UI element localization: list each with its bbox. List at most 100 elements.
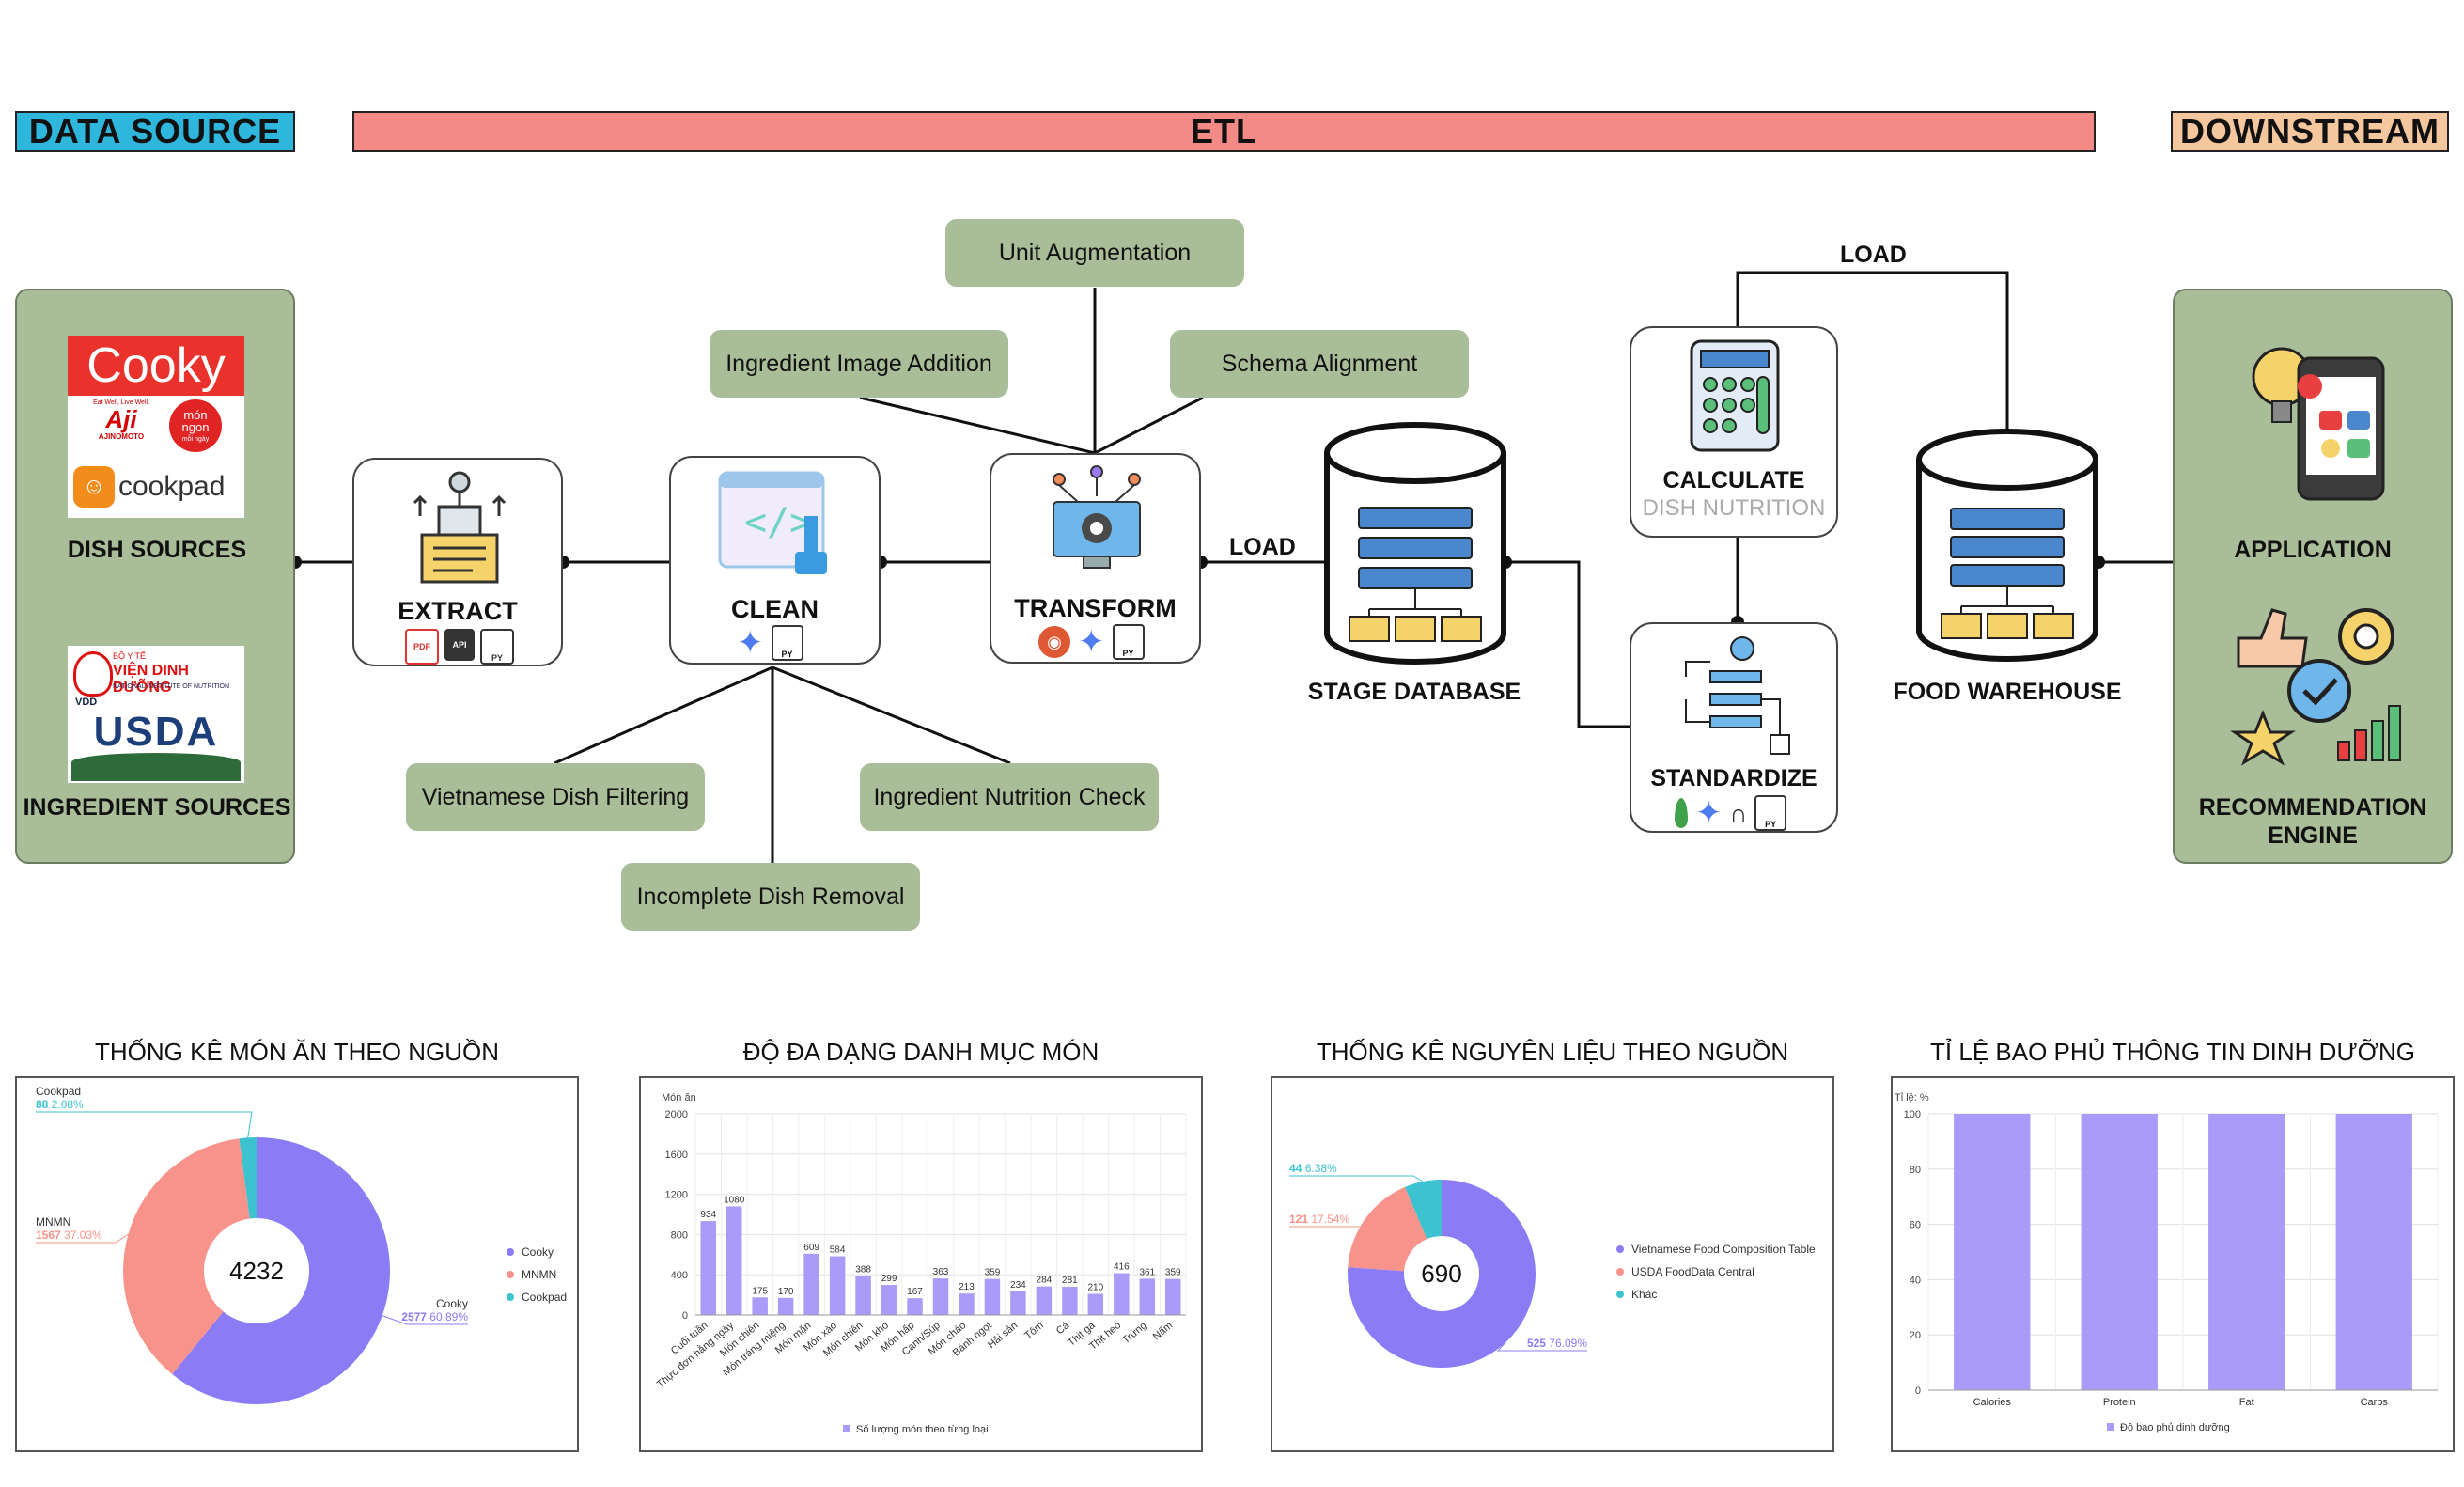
api-icon: API — [444, 629, 475, 661]
y-tick-label: 80 — [1910, 1165, 1921, 1176]
unit-augmentation-pill: Unit Augmentation — [945, 219, 1244, 287]
pie-slice — [172, 1137, 391, 1404]
x-tick-label: Hải sản — [986, 1320, 1020, 1351]
vietnamese-dish-filtering-pill: Vietnamese Dish Filtering — [406, 763, 705, 831]
chart-title-dish-source: THỐNG KÊ MÓN ĂN THEO NGUỒN — [95, 1038, 499, 1066]
python-file-icon: PY — [480, 629, 514, 665]
legend-label: USDA FoodData Central — [1631, 1265, 1754, 1278]
python-file-icon: PY — [1112, 624, 1145, 660]
bar-value-label: 213 — [959, 1282, 975, 1292]
pie-leader-line — [1496, 1341, 1587, 1352]
calculate-label: CALCULATE — [1662, 467, 1805, 493]
python-file-icon: PY — [771, 625, 803, 661]
bar — [1036, 1286, 1053, 1315]
downstream-panel: APPLICATION RECOMMENDATION ENGINE — [2173, 289, 2453, 864]
bar — [881, 1285, 897, 1315]
pie-label-value: 44 6.38% — [1289, 1162, 1337, 1175]
bar — [1062, 1286, 1078, 1315]
transform-label: TRANSFORM — [1014, 594, 1177, 622]
etl-header: ETL — [352, 111, 2096, 152]
ingredient-image-addition-pill: Ingredient Image Addition — [710, 330, 1008, 398]
standardize-badges: ✦ ∩ PY — [1675, 795, 1787, 831]
bar — [855, 1276, 871, 1315]
downstream-header-text: DOWNSTREAM — [2180, 112, 2440, 150]
gemini-sparkle-icon: ✦ — [1078, 624, 1105, 660]
calculate-sublabel: DISH NUTRITION — [1642, 495, 1826, 521]
pie-label-value: 2577 60.89% — [401, 1310, 468, 1323]
bar-value-label: 210 — [1087, 1283, 1103, 1293]
legend-label: MNMN — [522, 1268, 556, 1281]
pie-label-value: 525 76.09% — [1527, 1337, 1587, 1350]
ingredient-logos: BỘ Y TẾ VIỆN DINH DƯỠNG NATIONAL INSTITU… — [68, 646, 244, 783]
pie-slice — [123, 1138, 250, 1375]
pie-label-name: Cookpad — [36, 1085, 81, 1098]
x-tick-label: Cá — [1054, 1320, 1072, 1338]
mongodb-leaf-icon — [1675, 798, 1688, 828]
y-tick-label: 1600 — [665, 1150, 688, 1161]
load-label-1: LOAD — [1229, 534, 1296, 560]
y-tick-label: 800 — [671, 1229, 688, 1241]
legend-swatch — [1616, 1245, 1624, 1253]
bar — [1114, 1273, 1130, 1315]
ingredient-nutrition-check-pill: Ingredient Nutrition Check — [860, 763, 1159, 831]
pie-leader-line — [36, 1111, 253, 1138]
legend-swatch — [507, 1271, 514, 1278]
pie-slice — [1404, 1180, 1442, 1240]
pie-label-name: Cooky — [436, 1297, 468, 1310]
bar — [1954, 1114, 2031, 1390]
bar — [1165, 1278, 1181, 1315]
clean-label: CLEAN — [731, 595, 819, 623]
application-phone-icon — [2252, 347, 2385, 501]
legend-label: Khác — [1631, 1288, 1657, 1301]
x-tick-label: Fat — [2239, 1397, 2254, 1408]
load-label-2: LOAD — [1840, 242, 1907, 268]
bar — [2335, 1114, 2412, 1390]
legend-swatch — [507, 1248, 514, 1256]
bar-value-label: 361 — [1139, 1267, 1155, 1277]
usda-logo: USDA — [71, 712, 241, 781]
bar-value-label: 170 — [778, 1287, 794, 1297]
y-axis-title: Món ăn — [662, 1092, 696, 1104]
standardize-card: STANDARDIZE ✦ ∩ PY — [1630, 622, 1838, 833]
schema-alignment-pill: Schema Alignment — [1170, 330, 1469, 398]
pie-label-value: 121 17.54% — [1289, 1213, 1349, 1226]
recommendation-engine-icon — [2230, 608, 2401, 766]
extract-robot-icon — [413, 471, 507, 584]
svg-text:</>: </> — [744, 501, 812, 544]
usda-field-icon — [71, 753, 241, 781]
food-warehouse-label: FOOD WAREHOUSE — [1893, 679, 2122, 705]
pie-leader-line — [382, 1315, 468, 1325]
x-tick-label: Trứng — [1120, 1320, 1148, 1346]
bar-value-label: 359 — [1165, 1268, 1181, 1278]
bar — [1010, 1291, 1026, 1315]
data-source-header-text: DATA SOURCE — [28, 112, 282, 150]
x-tick-label: Tôm — [1022, 1320, 1046, 1341]
legend-swatch — [507, 1293, 514, 1301]
bar — [725, 1206, 742, 1315]
dish-logos: Cooky Eat Well, Live Well. Aji AJINOMOTO… — [68, 336, 244, 518]
y-tick-label: 60 — [1910, 1220, 1921, 1231]
chart-title-category-diversity: ĐỘ ĐA DẠNG DANH MỤC MÓN — [742, 1038, 1099, 1066]
pie-slice — [239, 1137, 257, 1219]
bar — [829, 1256, 846, 1315]
bar-value-label: 363 — [933, 1267, 949, 1277]
y-axis-title: Tỉ lệ: % — [1895, 1092, 1929, 1104]
calculator-icon — [1690, 339, 1780, 452]
bar — [932, 1278, 949, 1315]
legend-label: Cooky — [522, 1245, 554, 1259]
extract-label: EXTRACT — [398, 597, 518, 625]
bar-value-label: 284 — [1037, 1276, 1053, 1286]
clean-badges: ✦ PY — [737, 625, 803, 661]
vdd-logo: BỘ Y TẾ VIỆN DINH DƯỠNG NATIONAL INSTITU… — [73, 651, 230, 708]
stage-database-label: STAGE DATABASE — [1307, 679, 1521, 705]
bar — [777, 1297, 794, 1315]
legend-label: Cookpad — [522, 1291, 567, 1304]
y-tick-label: 0 — [1915, 1385, 1921, 1397]
y-tick-label: 100 — [1904, 1109, 1921, 1120]
